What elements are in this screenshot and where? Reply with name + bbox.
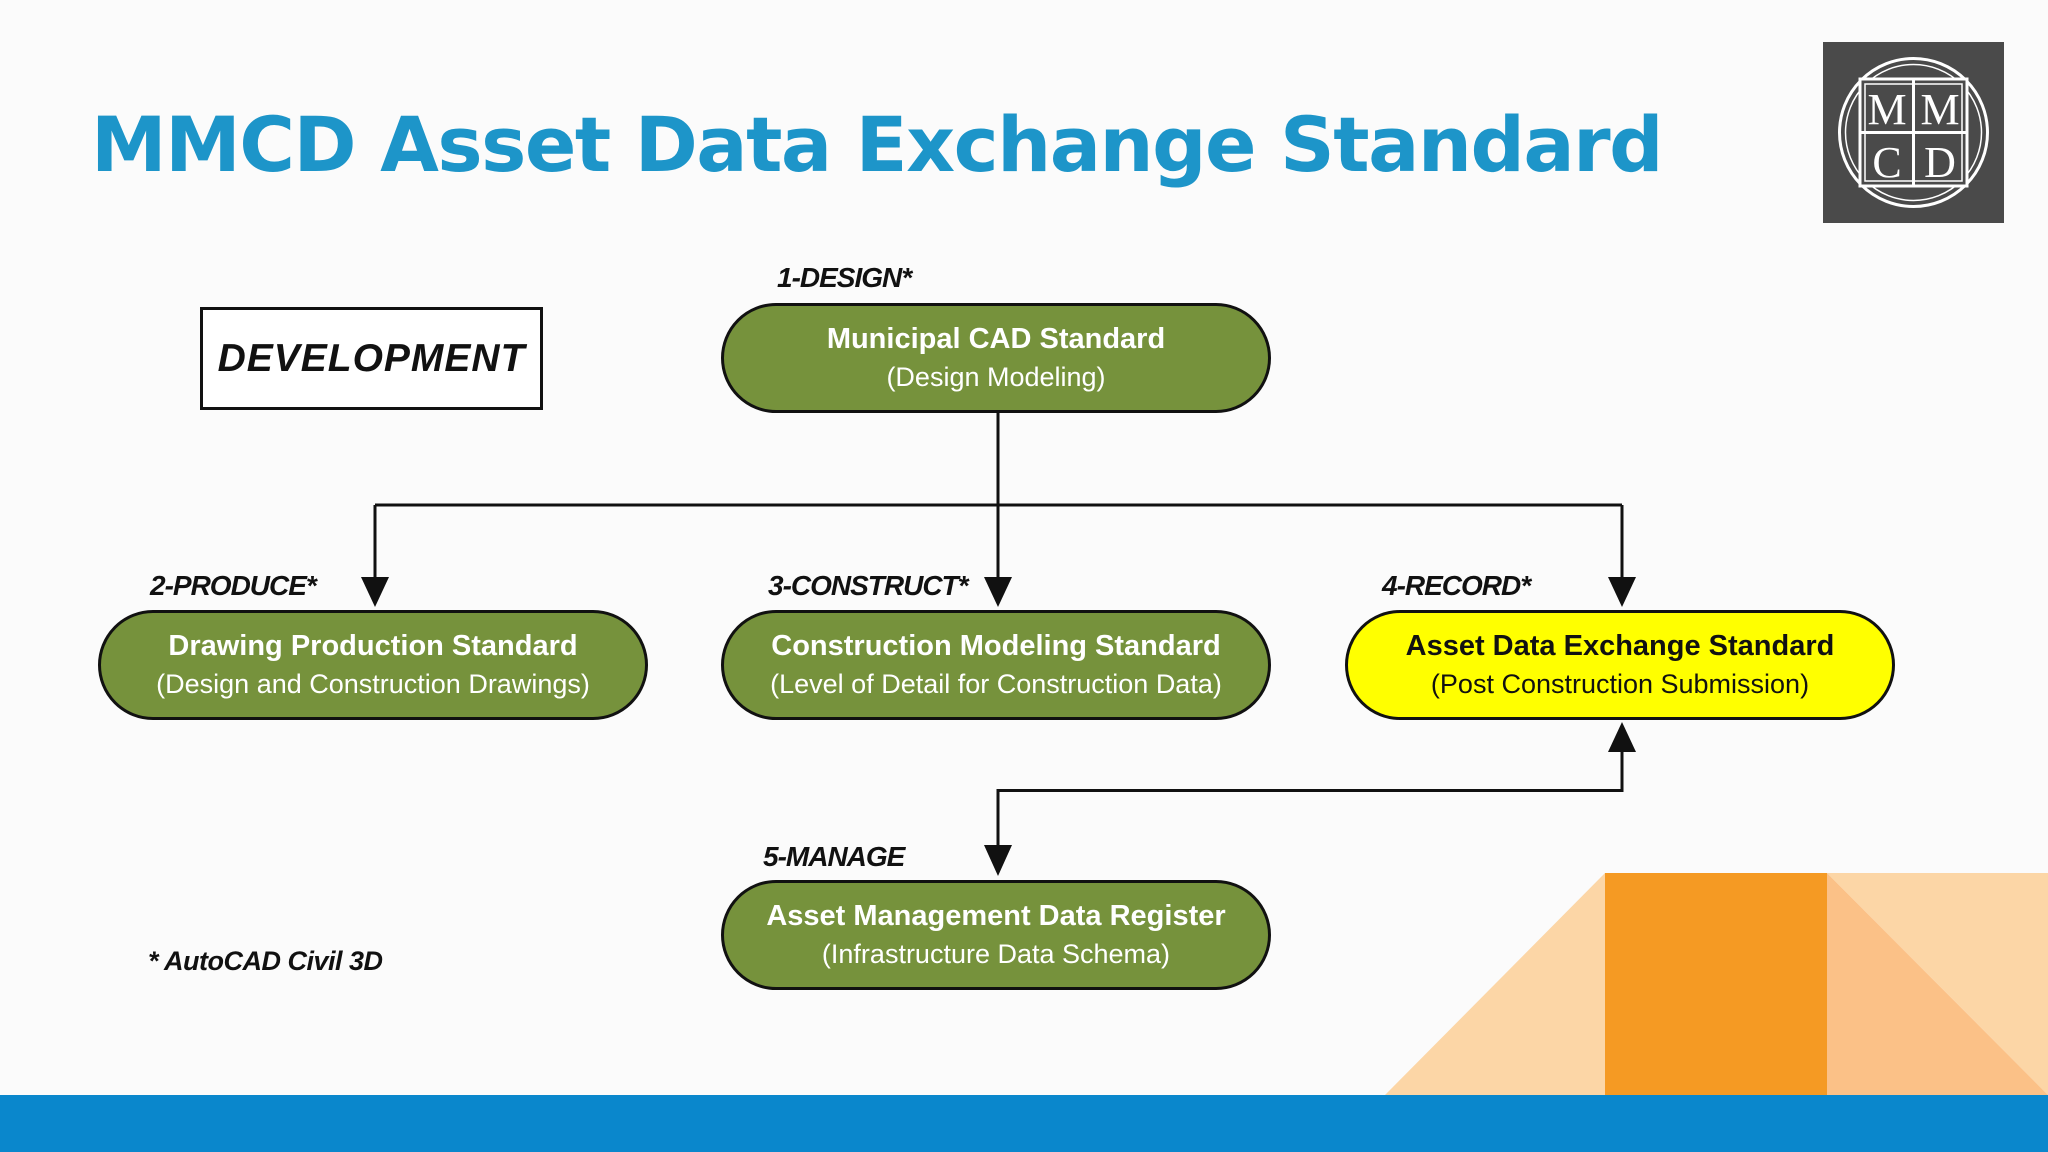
step-label-produce: 2-PRODUCE* (150, 570, 317, 601)
step-label-record: 4-RECORD* (1382, 570, 1531, 601)
stage-construct-subtitle: (Level of Detail for Construction Data) (770, 669, 1222, 699)
stage-produce-subtitle: (Design and Construction Drawings) (156, 669, 590, 699)
stage-manage-title: Asset Management Data Register (766, 900, 1226, 932)
bottom-bar (0, 1095, 2048, 1152)
arrow-up-to-record (1608, 722, 1636, 752)
logo-letter-3: C (1872, 138, 1901, 187)
stage-design-subtitle: (Design Modeling) (886, 362, 1106, 392)
logo-letter-1: M (1867, 85, 1906, 134)
logo-letter-2: M (1920, 85, 1959, 134)
logo-letter-4: D (1924, 138, 1956, 187)
footnote: * AutoCAD Civil 3D (148, 946, 383, 976)
development-label: DEVELOPMENT (200, 307, 543, 410)
stage-record: Asset Data Exchange Standard (Post Const… (1345, 610, 1895, 720)
stage-construct-title: Construction Modeling Standard (771, 630, 1221, 662)
stage-design-title: Municipal CAD Standard (826, 323, 1166, 355)
stage-produce: Drawing Production Standard (Design and … (98, 610, 648, 720)
slide-title: MMCD Asset Data Exchange Standard (91, 100, 1664, 189)
step-label-construct: 3-CONSTRUCT* (768, 570, 969, 601)
arrow-to-produce (361, 577, 389, 607)
step-label-manage: 5-MANAGE (763, 841, 905, 872)
arrow-to-record (1608, 577, 1636, 607)
stage-design: Municipal CAD Standard (Design Modeling) (721, 303, 1271, 413)
mmcd-logo-mark: M M C D (1838, 57, 1989, 208)
step-label-design: 1-DESIGN* (777, 262, 912, 293)
arrow-to-construct (984, 577, 1012, 607)
stage-manage: Asset Management Data Register (Infrastr… (721, 880, 1271, 990)
stage-record-subtitle: (Post Construction Submission) (1430, 669, 1810, 699)
stage-record-title: Asset Data Exchange Standard (1405, 630, 1835, 662)
mmcd-logo: M M C D (1823, 42, 2004, 223)
stage-manage-subtitle: (Infrastructure Data Schema) (821, 939, 1171, 969)
stage-construct: Construction Modeling Standard (Level of… (721, 610, 1271, 720)
stage-produce-title: Drawing Production Standard (168, 630, 578, 662)
arrow-to-manage (984, 845, 1012, 876)
